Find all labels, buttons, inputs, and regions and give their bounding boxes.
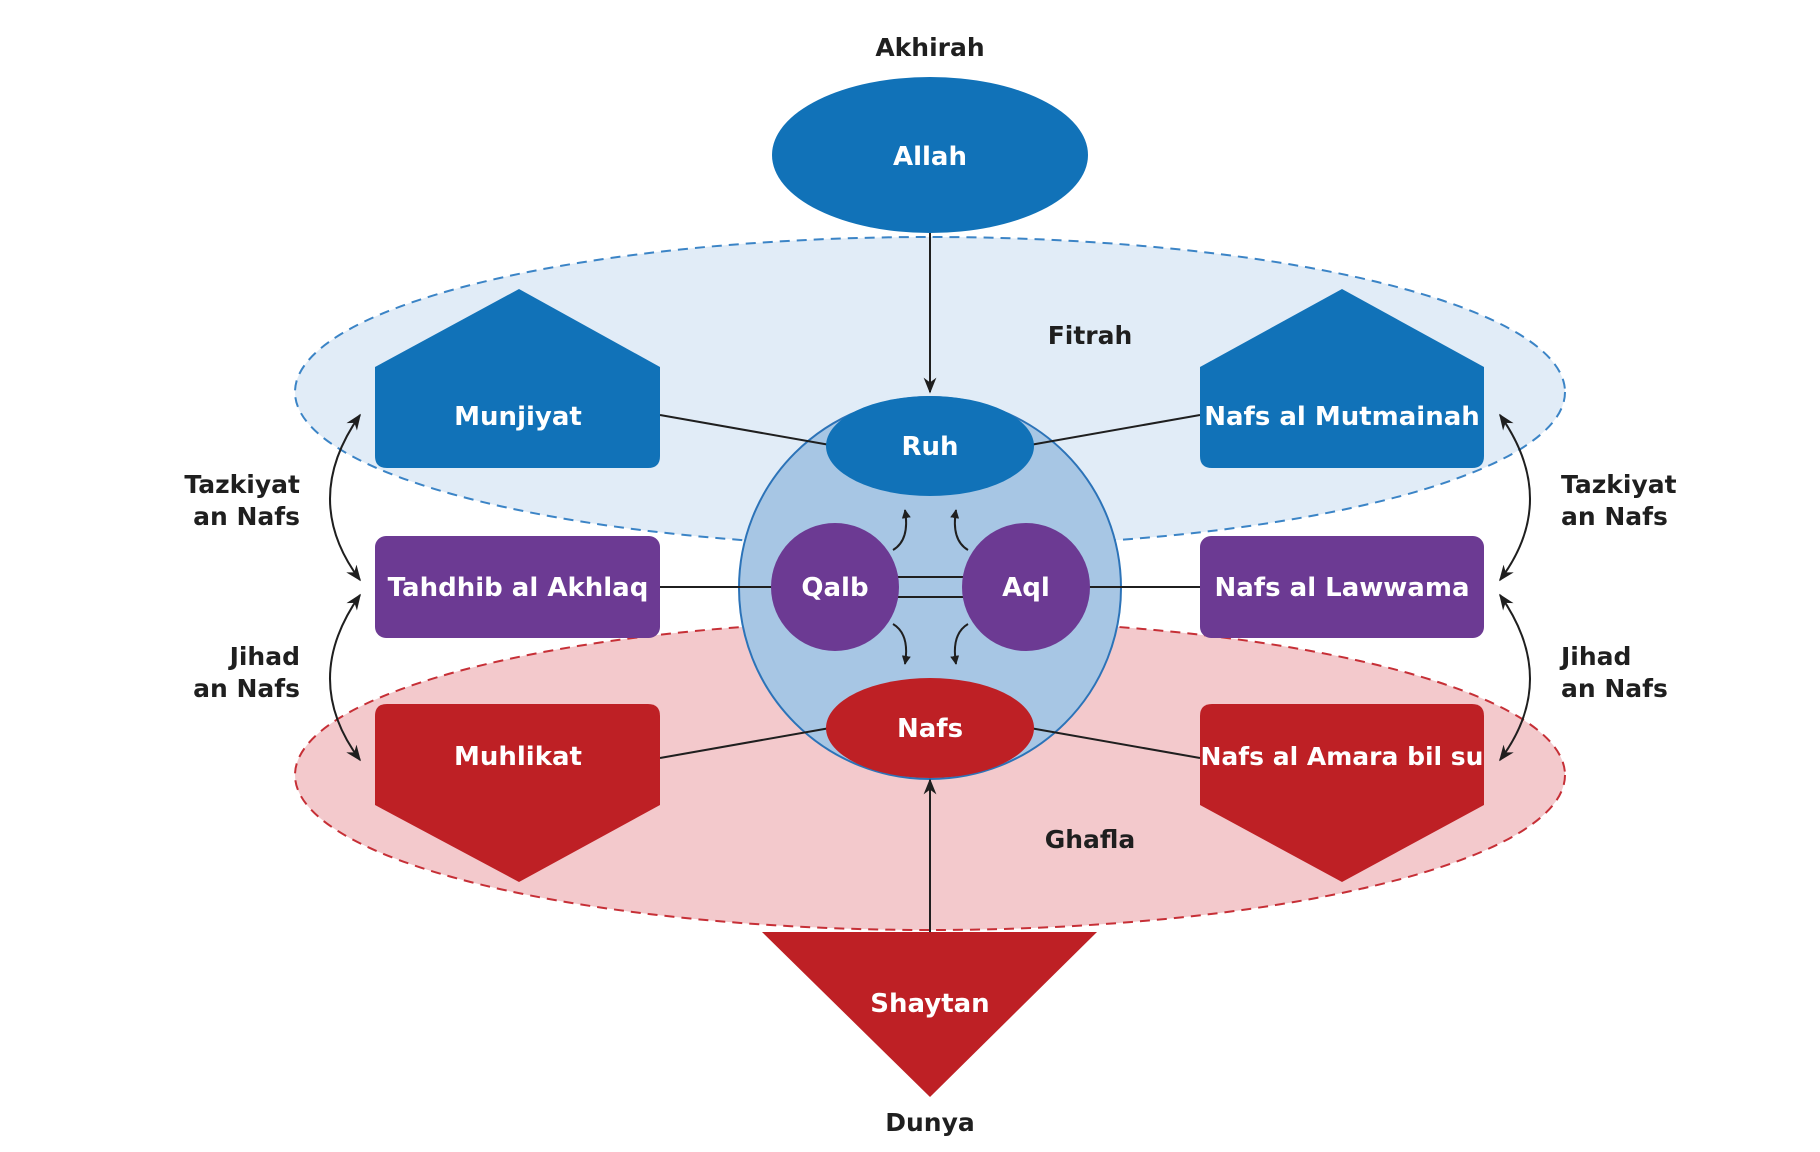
- lawwama-node: [1200, 536, 1484, 638]
- muhlikat-node: [375, 704, 660, 882]
- aql-label: Aql: [1002, 573, 1050, 603]
- tazkiyat-right-label-line2: an Nafs: [1561, 502, 1668, 531]
- tazkiyat-right-label-line1: Tazkiyat: [1561, 470, 1677, 499]
- ghafla-label: Ghafla: [1045, 825, 1136, 854]
- munjiyat-label: Munjiyat: [454, 402, 582, 432]
- nafs-label: Nafs: [897, 714, 963, 744]
- shaytan-label: Shaytan: [870, 989, 989, 1019]
- jihad-left-label-line1: Jihad: [228, 642, 300, 671]
- allah-node: [772, 77, 1088, 233]
- dunya-label: Dunya: [885, 1108, 975, 1137]
- tahdhib-node: [375, 536, 660, 638]
- left-double-arrows: [329, 413, 361, 762]
- ruh-label: Ruh: [901, 432, 958, 462]
- amara-node: [1200, 704, 1484, 882]
- tazkiyat-left-label-line2: an Nafs: [193, 502, 300, 531]
- mutmainah-label: Nafs al Mutmainah: [1204, 402, 1480, 432]
- right-double-arrows: [1499, 413, 1531, 762]
- ruh-node: [826, 396, 1034, 496]
- jihad-right-label-line1: Jihad: [1559, 642, 1631, 671]
- mutmainah-node: [1200, 289, 1484, 468]
- allah-label: Allah: [893, 142, 967, 172]
- aql-node: [962, 523, 1090, 651]
- qalb-node: [771, 523, 899, 651]
- tahdhib-label: Tahdhib al Akhlaq: [388, 573, 649, 603]
- shaytan-node: [762, 932, 1097, 1097]
- qalb-label: Qalb: [801, 573, 868, 603]
- jihad-right-label-line2: an Nafs: [1561, 674, 1668, 703]
- inner-curved-arrows: [892, 509, 969, 665]
- nafs-node: [826, 678, 1034, 778]
- lawwama-label: Nafs al Lawwama: [1215, 573, 1470, 603]
- fitrah-label: Fitrah: [1048, 321, 1133, 350]
- munjiyat-node: [375, 289, 660, 468]
- akhirah-label: Akhirah: [875, 33, 984, 62]
- amara-label: Nafs al Amara bil su: [1201, 742, 1484, 771]
- connector-lines: [659, 414, 1201, 759]
- jihad-left-label-line2: an Nafs: [193, 674, 300, 703]
- muhlikat-label: Muhlikat: [454, 742, 582, 772]
- tazkiyat-left-label-line1: Tazkiyat: [184, 470, 300, 499]
